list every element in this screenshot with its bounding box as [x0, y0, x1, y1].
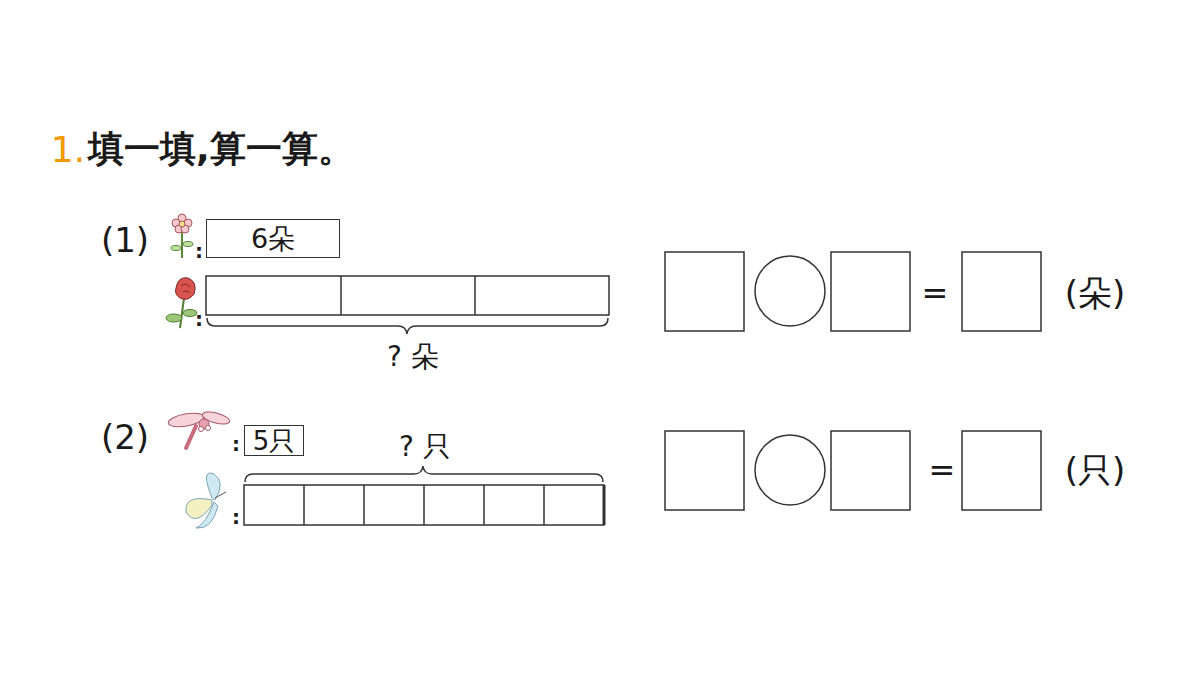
label: (只)	[1065, 453, 1126, 487]
bar	[244, 485, 604, 525]
butterfly-icon	[186, 473, 226, 528]
dragonfly-icon	[167, 410, 231, 448]
label: (朵)	[1065, 276, 1126, 310]
quantity-box: 5只	[244, 425, 304, 456]
label: ? 只	[399, 433, 451, 461]
rose-icon	[166, 278, 197, 328]
answer-box	[665, 431, 744, 510]
quantity-text: 6朵	[251, 225, 295, 252]
label: (2)	[101, 420, 149, 454]
quantity-box: 6朵	[206, 219, 340, 258]
quantity-text: 5只	[253, 428, 296, 454]
answer-box	[831, 431, 910, 510]
label: 1.	[51, 132, 85, 168]
title: 填一填,算一算。	[88, 131, 354, 167]
bar	[206, 276, 609, 315]
flower-icon	[171, 214, 193, 258]
answer-box	[831, 252, 910, 331]
operator-circle	[755, 435, 825, 505]
answer-box	[665, 252, 744, 331]
label: =	[929, 454, 956, 486]
operator-circle	[755, 256, 825, 326]
brace	[207, 318, 608, 334]
label: :	[232, 507, 240, 527]
label: :	[232, 434, 240, 454]
label: :	[195, 309, 203, 329]
label: (1)	[101, 223, 149, 257]
brace	[245, 466, 603, 482]
label: =	[922, 277, 949, 309]
label: :	[195, 241, 203, 261]
answer-box	[962, 252, 1041, 331]
label: ? 朵	[387, 343, 439, 371]
answer-box	[962, 431, 1041, 510]
